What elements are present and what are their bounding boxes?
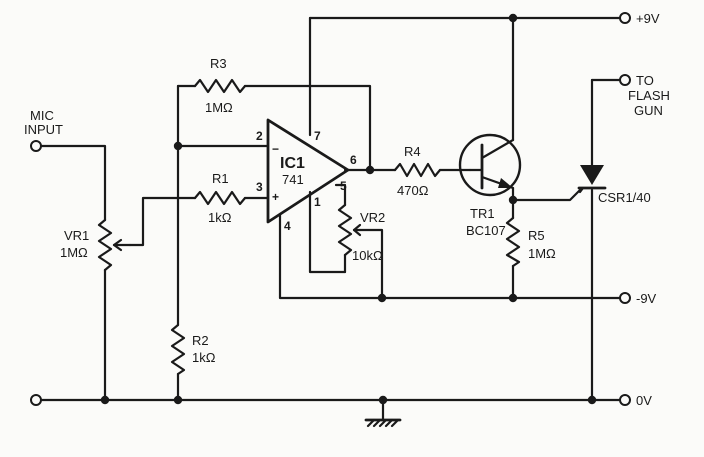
transistor-tr1 — [458, 133, 522, 197]
pin-noninverting: + — [272, 190, 279, 204]
label-r1-value: 1kΩ — [208, 210, 232, 225]
op-amp-ic1 — [266, 118, 350, 224]
pin-5: 5 — [340, 179, 347, 193]
junction-dots — [100, 13, 597, 405]
pin-1: 1 — [314, 195, 321, 209]
label-tr1-value: BC107 — [466, 223, 506, 238]
label-vr2-value: 10kΩ — [352, 248, 383, 263]
resistor-r1 — [193, 190, 247, 206]
label-tr1-name: TR1 — [470, 206, 495, 221]
label-input: INPUT — [24, 122, 63, 137]
terminal-0v — [619, 394, 631, 406]
terminal-minus9v — [619, 292, 631, 304]
wiring — [38, 16, 622, 402]
pin-inverting: − — [272, 142, 279, 156]
potentiometer-vr1 — [97, 218, 132, 272]
label-scr-name: CSR1/40 — [598, 190, 651, 205]
label-r2-name: R2 — [192, 333, 209, 348]
label-minus9v: -9V — [636, 291, 657, 306]
label-r4-name: R4 — [404, 144, 421, 159]
label-gun: GUN — [634, 103, 663, 118]
potentiometer-vr2 — [337, 203, 362, 257]
label-mic: MIC — [30, 108, 54, 123]
thyristor-csr1 — [577, 165, 607, 194]
label-ic1-name: IC1 — [280, 155, 305, 172]
pin-6: 6 — [350, 153, 357, 167]
label-r3-value: 1MΩ — [205, 100, 233, 115]
label-r2-value: 1kΩ — [192, 350, 216, 365]
terminals — [30, 12, 631, 406]
pin-4: 4 — [284, 219, 291, 233]
resistor-r2 — [170, 323, 186, 376]
label-0v: 0V — [636, 393, 652, 408]
label-r5-name: R5 — [528, 228, 545, 243]
pin-2: 2 — [256, 129, 263, 143]
label-ic1-value: 741 — [282, 172, 304, 187]
pin-3: 3 — [256, 180, 263, 194]
resistor-r5 — [505, 216, 521, 268]
label-r1-name: R1 — [212, 171, 229, 186]
labels: +9V TO FLASH GUN -9V 0V MIC INPUT R3 1MΩ… — [24, 11, 670, 408]
resistor-r3 — [193, 78, 247, 94]
label-vr1-value: 1MΩ — [60, 245, 88, 260]
label-flash: FLASH — [628, 88, 670, 103]
terminal-plus9v — [619, 12, 631, 24]
terminal-flash-gun — [619, 74, 631, 86]
label-r5-value: 1MΩ — [528, 246, 556, 261]
terminal-mic-input — [30, 140, 42, 152]
resistor-r4 — [393, 162, 442, 178]
terminal-ground-left — [30, 394, 42, 406]
label-vr1-name: VR1 — [64, 228, 89, 243]
label-r3-name: R3 — [210, 56, 227, 71]
label-r4-value: 470Ω — [397, 183, 429, 198]
label-vr2-name: VR2 — [360, 210, 385, 225]
label-to: TO — [636, 73, 654, 88]
pin-7: 7 — [314, 129, 321, 143]
label-plus9v: +9V — [636, 11, 660, 26]
